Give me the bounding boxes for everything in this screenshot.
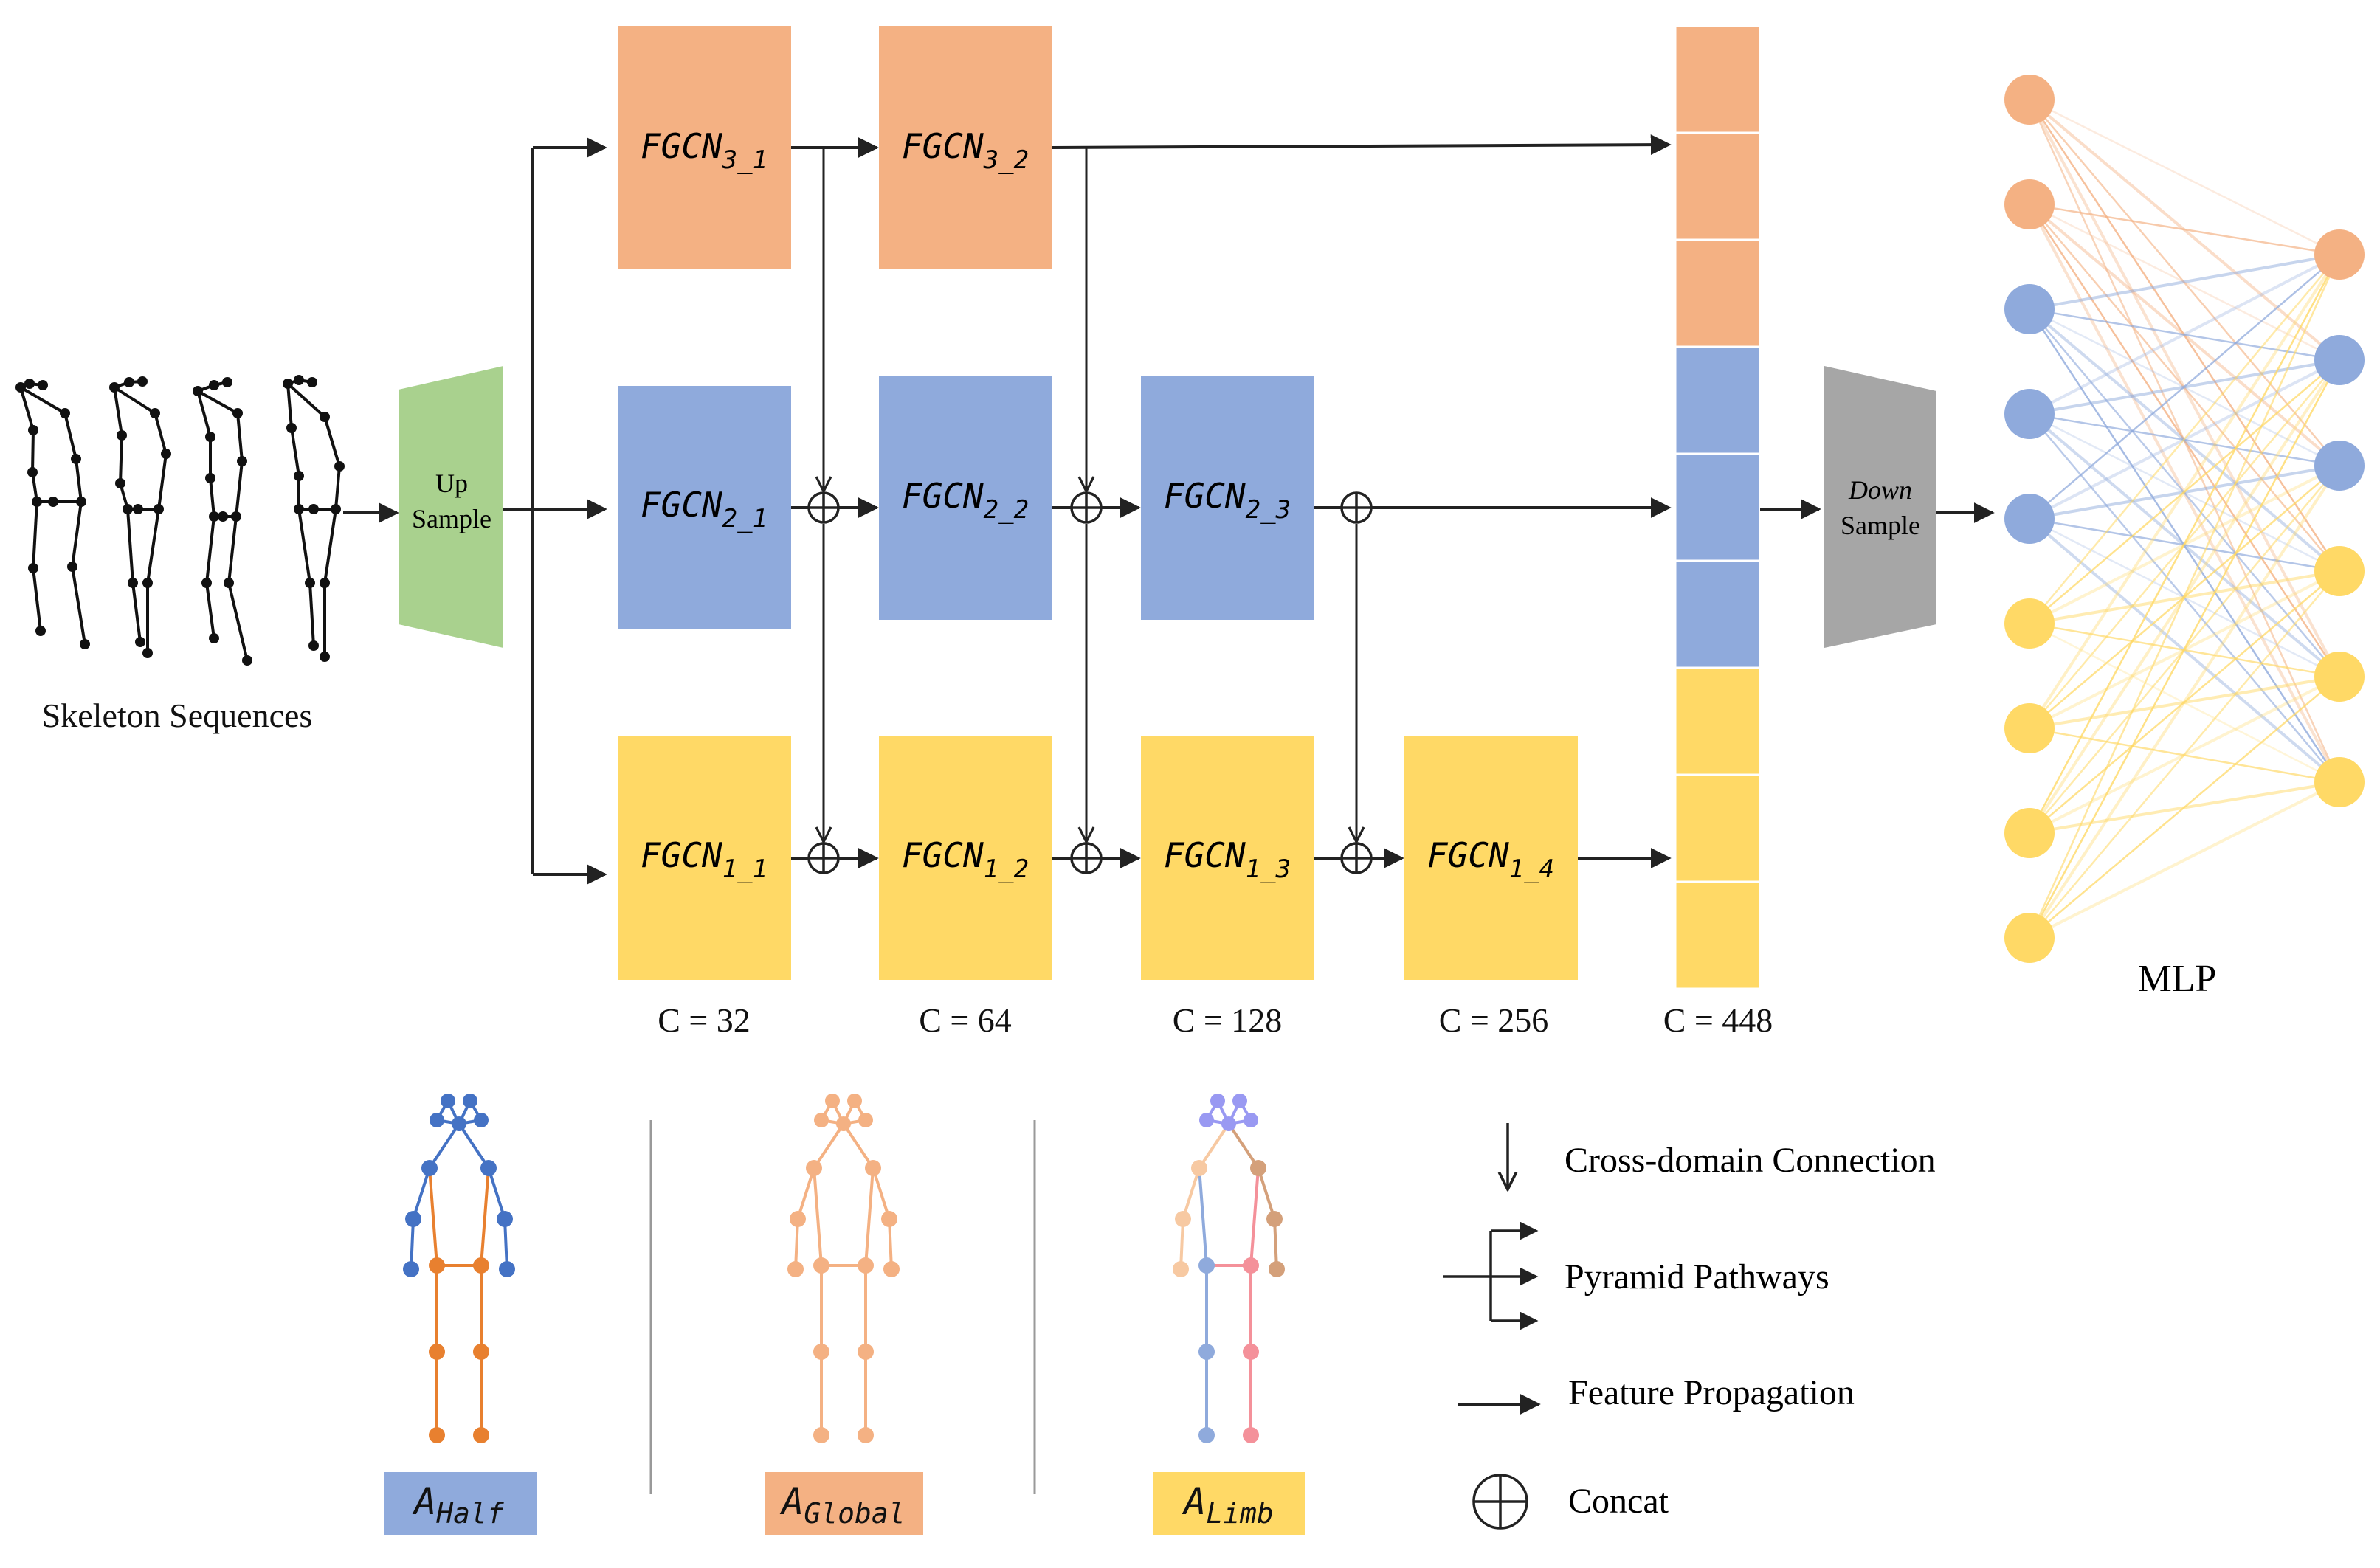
mlp-input-node (2004, 75, 2055, 125)
svg-text:AGlobal: AGlobal (779, 1480, 905, 1530)
concat-symbols (807, 491, 1373, 874)
concat-symbol (807, 842, 840, 874)
mlp-input-node (2004, 284, 2055, 334)
fgcn-block-1-2: FGCN1_2 (879, 736, 1052, 980)
fgcn-block-1-3: FGCN1_3 (1141, 736, 1314, 980)
feature-segment (1674, 666, 1762, 776)
channel-label-128: C = 128 (1173, 1001, 1283, 1039)
svg-text:FGCN1_4: FGCN1_4 (1427, 835, 1554, 884)
mlp-input-node (2004, 179, 2055, 229)
skeleton-figure (15, 379, 90, 649)
svg-text:FGCN2_2: FGCN2_2 (902, 476, 1029, 525)
legend-pyramid-icon (1443, 1221, 1539, 1330)
mlp-output-node (2314, 546, 2365, 596)
fgcn-block-2-1: FGCN2_1 (618, 386, 791, 629)
mlp-input-node (2004, 494, 2055, 544)
downsample-block (1824, 366, 1936, 648)
fgcn-block-1-4: FGCN1_4 (1404, 736, 1578, 980)
mlp-output-node (2314, 652, 2365, 702)
feature-segment (1674, 24, 1762, 134)
channel-label-32: C = 32 (658, 1001, 751, 1039)
limb-adjacency-skeleton (1173, 1094, 1285, 1443)
skeleton-sequences-label: Skeleton Sequences (42, 697, 313, 734)
concat-symbol (1340, 491, 1373, 524)
fgcn-block-2-3: FGCN2_3 (1141, 376, 1314, 620)
fgcn-block-3-2: FGCN3_2 (879, 26, 1052, 269)
svg-text:ALimb: ALimb (1182, 1480, 1274, 1530)
svg-text:FGCN2_3: FGCN2_3 (1164, 476, 1291, 525)
svg-text:FGCN3_1: FGCN3_1 (641, 126, 768, 175)
channel-label-256: C = 256 (1439, 1001, 1549, 1039)
mlp-input-node (2004, 389, 2055, 439)
downsample-label-line2: Sample (1841, 511, 1920, 540)
mlp-output-node (2314, 441, 2365, 491)
mlp-output-node (2314, 335, 2365, 385)
svg-text:FGCN2_1: FGCN2_1 (641, 485, 768, 533)
mlp-output-node (2314, 229, 2365, 280)
mlp-input-node (2004, 598, 2055, 649)
feature-segment (1674, 345, 1762, 455)
half-adjacency-label: AHalf (384, 1472, 537, 1535)
feature-segment (1674, 559, 1762, 669)
upsample-label-line1: Up (435, 469, 468, 498)
legend-concat-icon (1472, 1474, 1528, 1530)
global-adjacency-skeleton (787, 1094, 900, 1443)
mlp-input-node (2004, 808, 2055, 858)
half-adjacency-skeleton (403, 1094, 515, 1443)
cross-domain-connections (824, 148, 1356, 842)
legend-feature-label: Feature Propagation (1568, 1373, 1855, 1412)
legend-cross-domain-label: Cross-domain Connection (1565, 1141, 1936, 1180)
skeleton-sequences (15, 375, 345, 666)
mlp-label: MLP (2138, 958, 2217, 1000)
feature-segment (1674, 880, 1762, 990)
fgcn-block-2-2: FGCN2_2 (879, 376, 1052, 620)
feature-segment (1674, 773, 1762, 883)
svg-text:FGCN1_1: FGCN1_1 (641, 835, 768, 884)
svg-text:AHalf: AHalf (412, 1480, 505, 1530)
concat-symbol (1070, 491, 1103, 524)
legend-concat-label: Concat (1568, 1482, 1669, 1521)
svg-text:FGCN1_2: FGCN1_2 (902, 835, 1029, 884)
legend-pyramid-label: Pyramid Pathways (1565, 1257, 1829, 1296)
upsample-block (399, 366, 503, 648)
concat-symbol (1340, 842, 1373, 874)
svg-text:FGCN1_3: FGCN1_3 (1164, 835, 1291, 884)
pyramid-pathways (503, 137, 607, 885)
feature-segment (1674, 238, 1762, 348)
feature-segment (1674, 452, 1762, 562)
concat-symbol (807, 491, 840, 524)
upsample-label-line2: Sample (412, 504, 491, 533)
mlp-connections (2028, 98, 2341, 939)
channel-label-64: C = 64 (919, 1001, 1012, 1039)
skeleton-figure (109, 376, 171, 658)
concatenated-feature-column (1674, 24, 1762, 990)
fgcn-block-3-1: FGCN3_1 (618, 26, 791, 269)
limb-adjacency-label: ALimb (1153, 1472, 1305, 1535)
fgcn-block-1-1: FGCN1_1 (618, 736, 791, 980)
skeleton-figure (193, 377, 252, 666)
global-adjacency-label: AGlobal (765, 1472, 923, 1535)
svg-text:FGCN3_2: FGCN3_2 (902, 126, 1029, 175)
mlp-input-node (2004, 703, 2055, 753)
feature-segment (1674, 131, 1762, 241)
skeleton-figure (283, 375, 345, 662)
downsample-label-line1: Down (1848, 475, 1912, 505)
mlp-input-node (2004, 913, 2055, 963)
legend: Cross-domain Connection Pyramid Pathways… (1443, 1123, 1936, 1530)
concat-symbol (1070, 842, 1103, 874)
feature-propagation-arrows (791, 134, 1672, 868)
mlp-network (2004, 75, 2365, 963)
channel-label-448: C = 448 (1663, 1001, 1773, 1039)
mlp-output-node (2314, 757, 2365, 807)
